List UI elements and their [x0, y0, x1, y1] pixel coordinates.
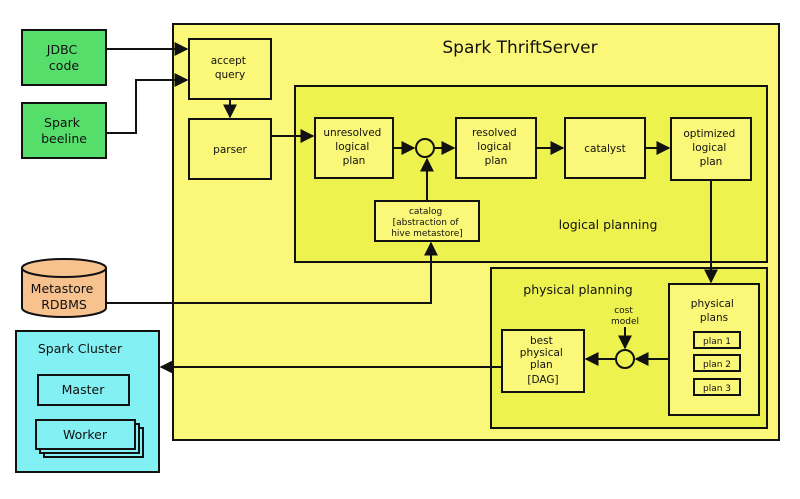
plan-3-box — [693, 378, 741, 396]
master-node-box — [37, 374, 130, 406]
worker-node-label: Worker — [63, 427, 108, 442]
optimized-logical-plan-box — [670, 117, 752, 181]
resolved-logical-plan-label: resolved logical plan — [472, 127, 520, 167]
optimized-logical-plan-label: optimized logical plan — [683, 128, 738, 168]
parser-box — [188, 118, 272, 180]
plan-3-label: plan 3 — [703, 384, 731, 394]
plan-1-label: plan 1 — [703, 337, 731, 347]
spark-beeline-label: Spark beeline — [41, 115, 87, 146]
cost-model-label: cost model — [611, 306, 639, 327]
accept-query-label: accept query — [211, 55, 250, 81]
thrift-server-title: Spark ThriftServer — [442, 38, 597, 58]
parser-label: parser — [213, 144, 247, 156]
plan-1-box — [693, 331, 741, 349]
unresolved-logical-plan-label: unresolved logical plan — [323, 127, 384, 167]
resolved-logical-plan-box — [455, 117, 537, 179]
best-physical-plan-label: best physical plan [DAG] — [520, 335, 566, 386]
best-physical-plan-box — [501, 329, 585, 393]
plan-2-box — [693, 354, 741, 372]
master-node-label: Master — [62, 382, 106, 397]
beeline-to-accept-arrow — [106, 73, 189, 134]
catalog-label: catalog [abstraction of hive metastore] — [391, 207, 463, 239]
spark-beeline-box — [21, 102, 107, 159]
cost-model-join-node — [615, 349, 635, 369]
jdbc-code-label: JDBC code — [46, 42, 81, 73]
physical-planning-label: physical planning — [523, 282, 632, 297]
unresolved-logical-plan-box — [314, 117, 394, 179]
plan-2-label: plan 2 — [703, 360, 731, 370]
metastore-to-catalog-arrow — [106, 241, 438, 304]
physical-plans-label: physical plans — [691, 298, 737, 324]
catalog-box — [374, 200, 480, 242]
worker-node-stack — [35, 419, 144, 458]
metastore-rdbms-cylinder — [21, 258, 107, 318]
analyzer-join-node — [415, 138, 435, 158]
spark-cluster-title: Spark Cluster — [38, 341, 123, 356]
jdbc-code-box — [21, 29, 107, 86]
catalyst-label: catalyst — [584, 143, 625, 155]
logical-planning-label: logical planning — [559, 217, 658, 232]
metastore-rdbms-label: Metastore RDBMS — [31, 281, 98, 312]
